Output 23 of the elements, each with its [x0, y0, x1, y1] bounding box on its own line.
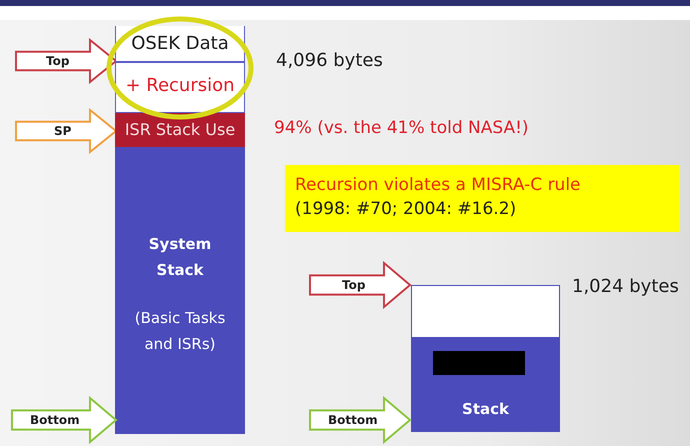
stack-segment: [411, 337, 560, 432]
segment-label: ISR Stack Use: [124, 119, 236, 141]
block-arrow: Bottom: [308, 396, 412, 444]
size-label: 1,024 bytes: [572, 276, 679, 297]
stack-segment: [115, 147, 245, 434]
block-arrow: Top: [308, 261, 412, 309]
block-arrow: Bottom: [10, 396, 118, 444]
note-box: [285, 165, 680, 232]
stack-segment: [115, 26, 245, 62]
rule-reference: (1998: #70; 2004: #16.2): [295, 198, 518, 221]
segment-label: + Recursion: [124, 74, 236, 98]
stack-segment: [115, 62, 245, 113]
block-arrow: Top: [14, 38, 118, 84]
block-arrow: SP: [14, 108, 118, 154]
size-label: 4,096 bytes: [276, 50, 383, 71]
note-text: Recursion violates a MISRA-C rule: [295, 174, 582, 197]
segment-label: OSEK Data: [130, 32, 230, 56]
empty-stack-segment: [411, 285, 560, 337]
stack-segment: [115, 113, 245, 147]
segment-label: Stack: [461, 399, 510, 420]
usage-note: 94% (vs. the 41% told NASA!): [274, 118, 529, 138]
segment-label: System Stack: [148, 234, 212, 281]
segment-description: (Basic Tasks and ISRs): [134, 308, 226, 355]
